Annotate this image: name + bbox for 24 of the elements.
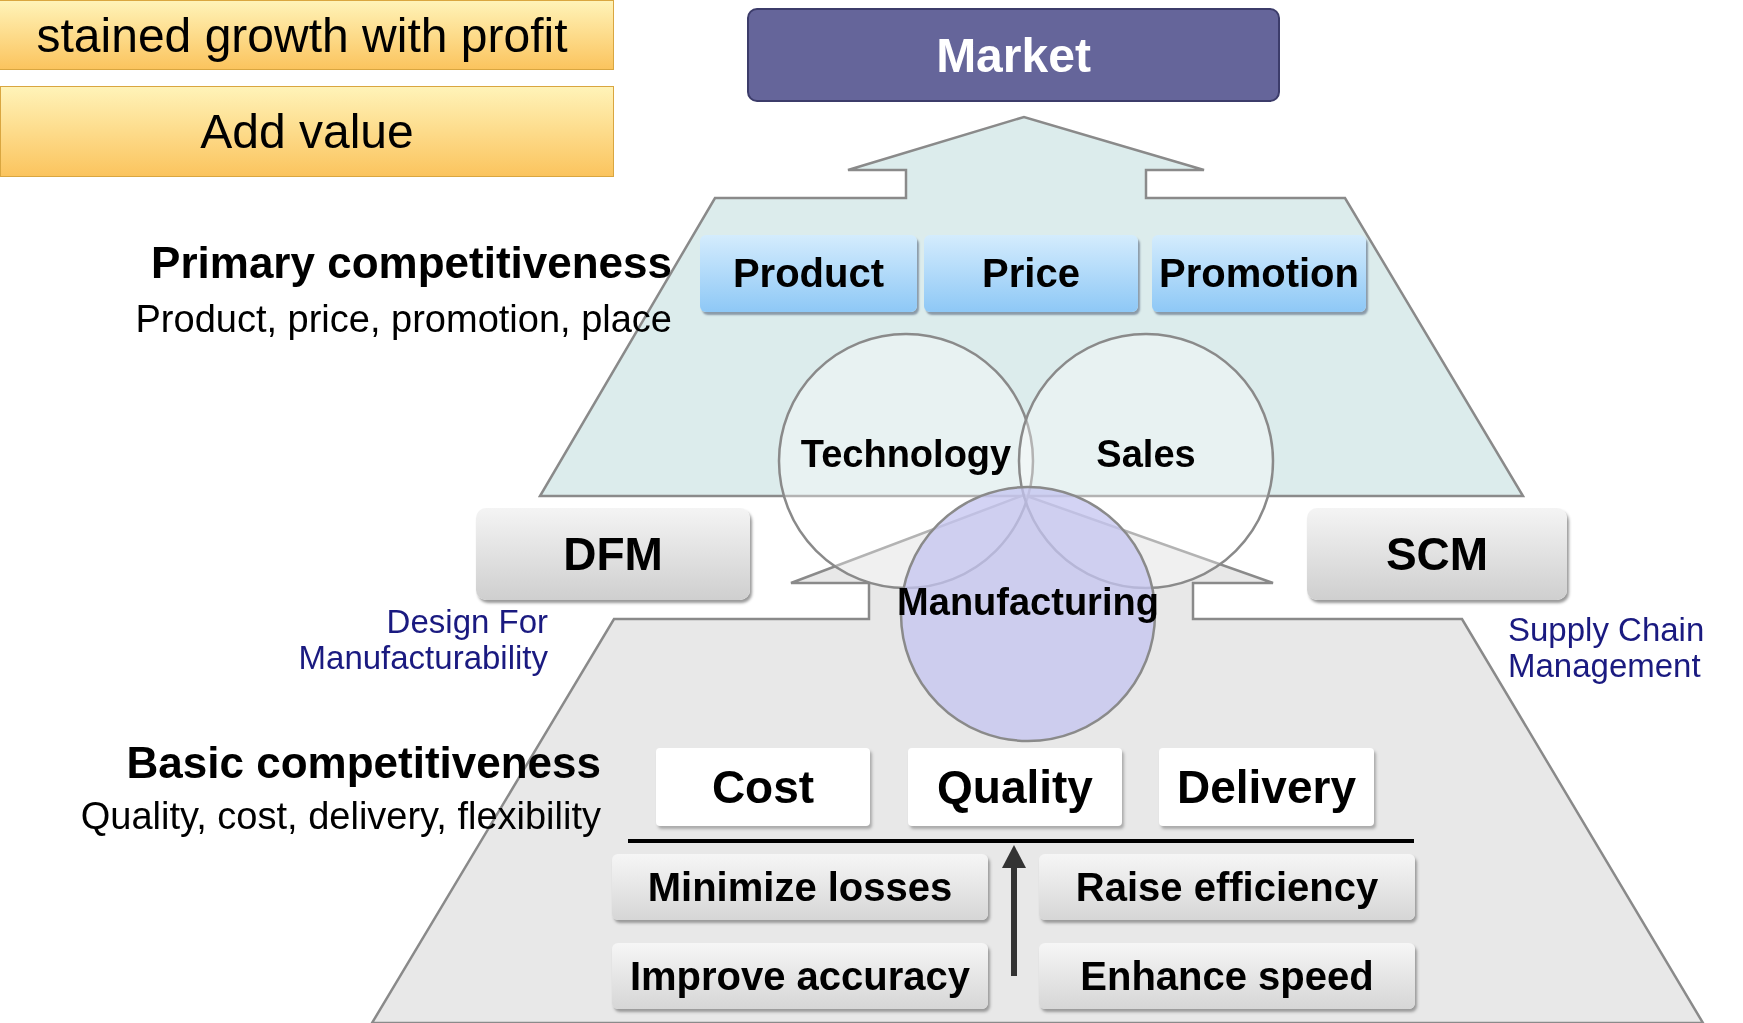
label-box: SCM — [1307, 508, 1567, 600]
label-box: Raise efficiency — [1039, 854, 1415, 920]
subheading-text: Product, price, promotion, place — [135, 298, 672, 341]
market-box: Market — [747, 8, 1280, 102]
circle-label: Technology — [799, 432, 1013, 476]
label-box: Quality — [908, 748, 1122, 826]
banner-box: stained growth with profit — [0, 0, 614, 70]
subheading-text: Quality, cost, delivery, flexibility — [80, 795, 601, 838]
heading-text: Primary competitiveness — [151, 238, 672, 288]
label-box: Cost — [656, 748, 870, 826]
banner-box: Add value — [0, 86, 614, 177]
label-box: Product — [700, 235, 917, 312]
label-box: Price — [924, 235, 1138, 312]
circle-label: Sales — [1095, 432, 1197, 476]
label-box: Improve accuracy — [612, 943, 988, 1009]
label-box: DFM — [476, 508, 750, 600]
label-box: Enhance speed — [1039, 943, 1415, 1009]
label-box: Minimize losses — [612, 854, 988, 920]
caption-text: Design For Manufacturability — [297, 604, 548, 677]
label-box: Promotion — [1152, 235, 1366, 312]
circle-label: Manufacturing — [896, 580, 1160, 624]
label-box: Delivery — [1159, 748, 1374, 826]
heading-text: Basic competitiveness — [126, 738, 601, 788]
caption-text: Supply Chain Management — [1508, 612, 1706, 685]
